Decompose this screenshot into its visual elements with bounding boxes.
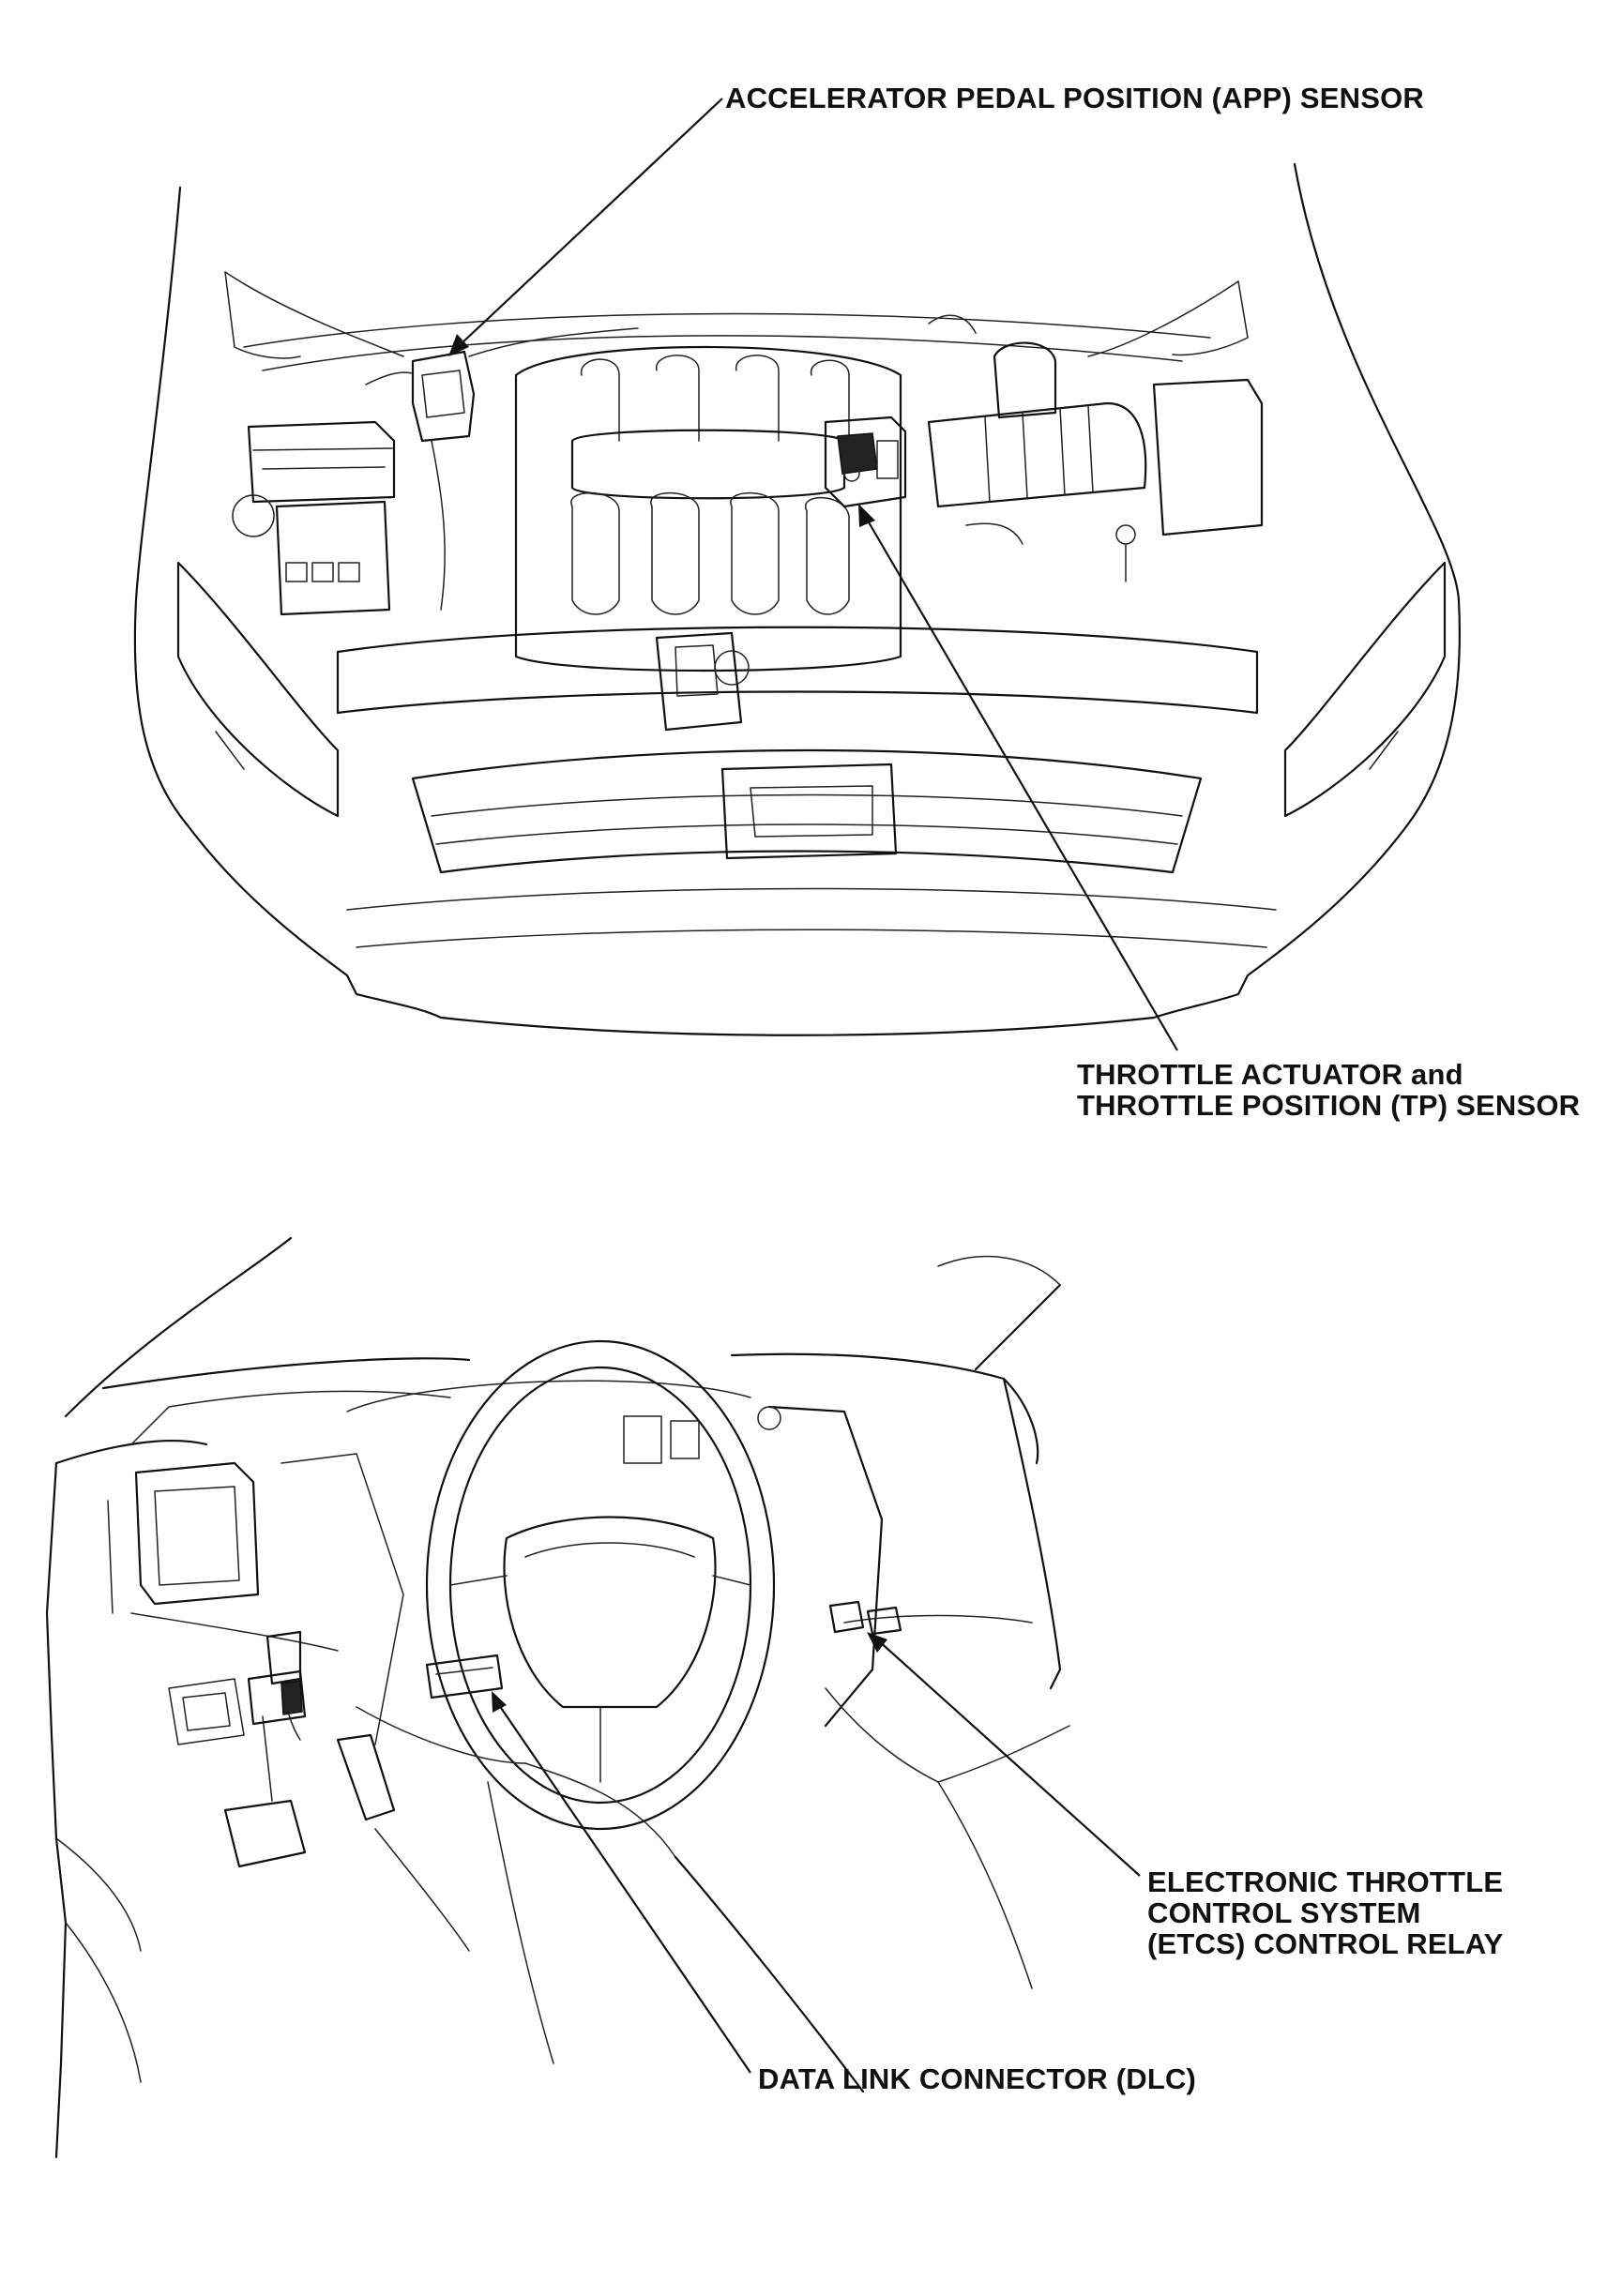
app-sensor-leader (459, 98, 723, 346)
label-throttle-actuator: THROTTLE ACTUATOR and THROTTLE POSITION … (1077, 1059, 1580, 1121)
label-app-sensor: ACCELERATOR PEDAL POSITION (APP) SENSOR (725, 83, 1424, 113)
label-dlc-text: DATA LINK CONNECTOR (DLC) (758, 2062, 1197, 2095)
label-etcs-line1: ELECTRONIC THROTTLE (1147, 1866, 1504, 1898)
interior-dashboard-illustration (45, 1236, 1070, 2159)
label-etcs-relay: ELECTRONIC THROTTLE CONTROL SYSTEM (ETCS… (1147, 1866, 1503, 1959)
label-dlc: DATA LINK CONNECTOR (DLC) (758, 2063, 1196, 2094)
label-throttle-line2: THROTTLE POSITION (TP) SENSOR (1077, 1089, 1581, 1122)
throttle-arrowhead (858, 504, 875, 527)
etcs-arrowhead (867, 1632, 887, 1653)
app-sensor-arrowhead (448, 334, 469, 356)
etcs-leader (876, 1639, 1141, 1877)
engine-compartment-illustration (133, 162, 1462, 1036)
label-throttle-line1: THROTTLE ACTUATOR and (1077, 1058, 1463, 1091)
throttle-leader (864, 515, 1178, 1051)
label-etcs-line2: CONTROL SYSTEM (1147, 1896, 1421, 1929)
dlc-leader (496, 1701, 751, 2074)
label-app-sensor-text: ACCELERATOR PEDAL POSITION (APP) SENSOR (725, 82, 1424, 114)
leader-lines (448, 98, 1178, 2074)
dlc-arrowhead (492, 1691, 507, 1713)
label-etcs-line3: (ETCS) CONTROL RELAY (1147, 1927, 1504, 1960)
